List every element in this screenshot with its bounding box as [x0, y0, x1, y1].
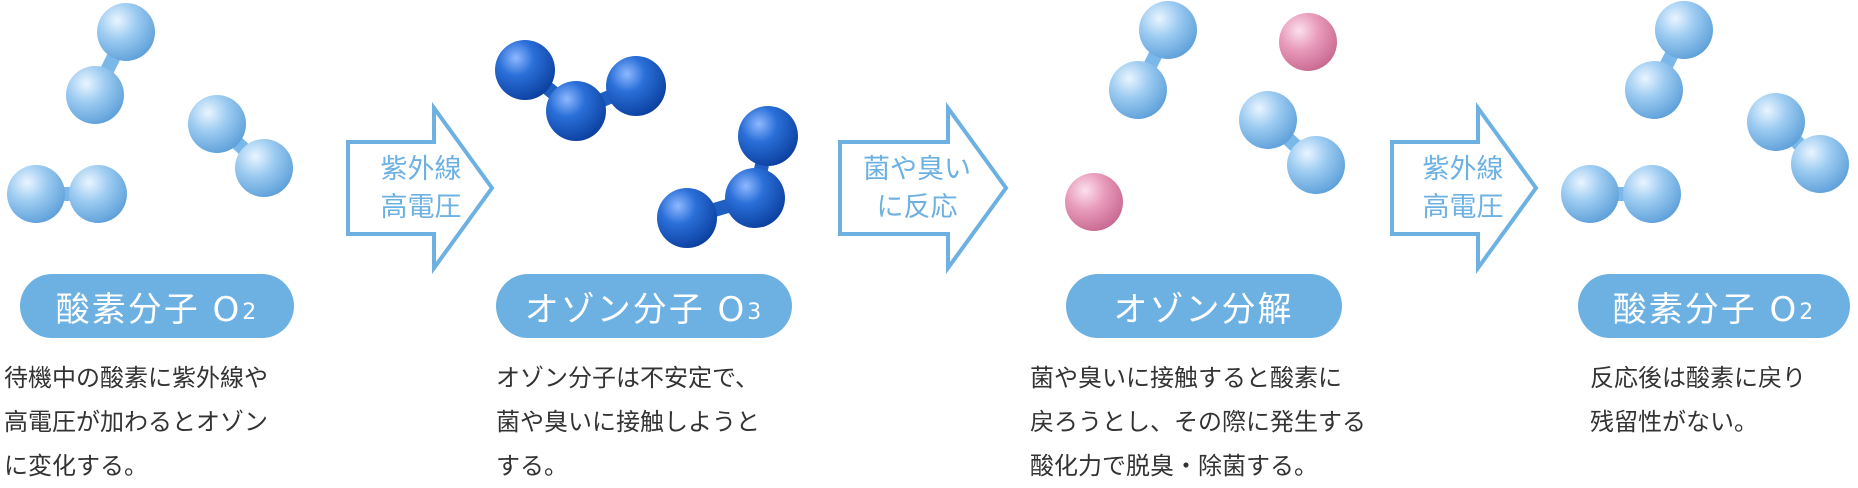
description-line: 戻ろうとし、その際に発生する [1030, 408, 1366, 436]
stage-description-2: オゾン分子は不安定で、 菌や臭いに接触しようと する。 [496, 356, 760, 488]
description-line: 残留性がない。 [1590, 408, 1758, 436]
stage-title-subscript: 2 [1799, 299, 1816, 325]
oxygen-molecule-group-1 [7, 3, 293, 223]
description-line: 菌や臭いに接触しようと [496, 408, 760, 436]
arrow-label-line: 高電圧 [380, 192, 462, 223]
stage-description-3: 菌や臭いに接触すると酸素に 戻ろうとし、その際に発生する 酸化力で脱臭・除菌する… [1030, 356, 1366, 488]
oxygen-molecule [7, 165, 127, 223]
ozone-molecule-group [495, 40, 798, 248]
stage-title-subscript: 3 [747, 299, 764, 325]
description-line: する。 [496, 452, 568, 480]
arrow-label-line: に反応 [876, 192, 958, 223]
arrow-label-1: 紫外線 高電圧 [356, 151, 486, 227]
stage-description-1: 待機中の酸素に紫外線や 高電圧が加わるとオゾン に変化する。 [4, 356, 268, 488]
stage-title: 酸素分子 O [55, 289, 242, 330]
oxygen-molecule [1747, 93, 1849, 193]
stage-title-subscript: 2 [242, 299, 259, 325]
description-line: 待機中の酸素に紫外線や [4, 364, 268, 392]
oxygen-molecule [66, 3, 155, 124]
arrow-label-line: 菌や臭い [863, 154, 971, 185]
arrow-label-2: 菌や臭い に反応 [847, 151, 987, 227]
ozone-molecule [657, 106, 798, 248]
description-line: 酸化力で脱臭・除菌する。 [1030, 452, 1318, 480]
bacteria-particle [1065, 173, 1123, 231]
stage-title: オゾン分解 [1113, 289, 1294, 330]
description-line: 高電圧が加わるとオゾン [4, 408, 268, 436]
oxygen-molecule [1239, 91, 1345, 194]
stage-description-4: 反応後は酸素に戻り 残留性がない。 [1590, 356, 1806, 444]
arrow-label-line: 高電圧 [1422, 192, 1504, 223]
process-arrow-3 [1390, 101, 1539, 275]
bacteria-particle [1279, 13, 1337, 71]
arrow-label-line: 紫外線 [380, 154, 462, 185]
stage-title: オゾン分子 O [524, 289, 747, 330]
ozone-molecule [495, 40, 666, 141]
description-line: オゾン分子は不安定で、 [496, 364, 760, 392]
description-line: に変化する。 [4, 452, 148, 480]
description-line: 反応後は酸素に戻り [1590, 364, 1806, 392]
oxygen-molecule [1625, 1, 1713, 119]
oxygen-molecule [1109, 1, 1197, 119]
oxygen-molecule [1561, 165, 1681, 223]
stage-title-pill-decomposition: オゾン分解 [1066, 274, 1342, 338]
stage-title: 酸素分子 O [1612, 289, 1799, 330]
arrow-label-3: 紫外線 高電圧 [1398, 151, 1528, 227]
process-arrow-1 [346, 101, 495, 275]
oxygen-molecule [188, 95, 293, 197]
description-line: 菌や臭いに接触すると酸素に [1030, 364, 1342, 392]
arrow-label-line: 紫外線 [1422, 154, 1504, 185]
decomposition-group [1065, 1, 1345, 231]
oxygen-molecule-group-2 [1561, 1, 1849, 223]
process-arrow-2 [838, 101, 1009, 275]
